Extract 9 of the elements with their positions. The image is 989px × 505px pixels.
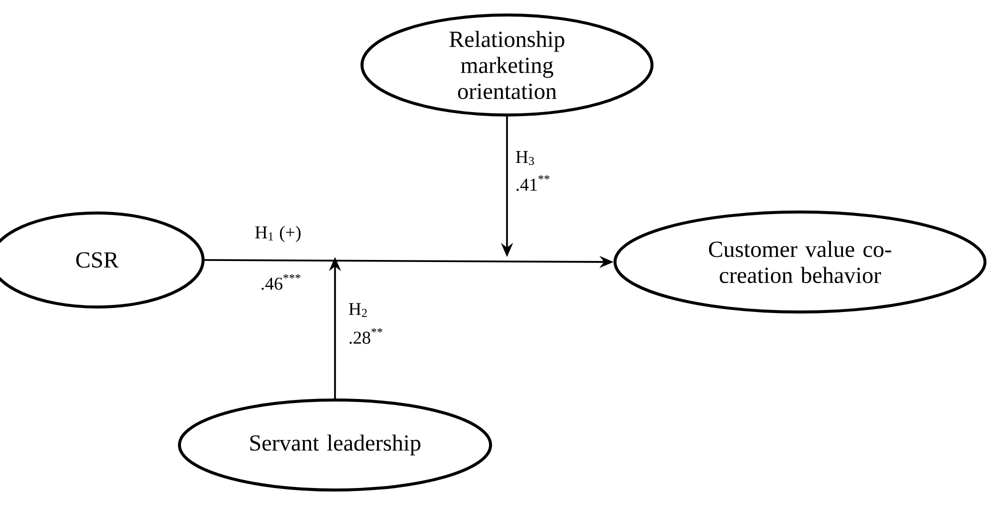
coefficient-label: .28$^{**}$ xyxy=(350,328,382,344)
ellipse-node: Customer value co-creation behavior xyxy=(614,210,986,314)
coefficient-label: H$_{3}$ xyxy=(516,151,534,165)
coefficient-label: .41$^{**}$ xyxy=(516,175,550,191)
edge-label: H$_{1}$ (+) xyxy=(255,226,301,242)
ellipse-node: Servant leadership xyxy=(178,398,492,492)
coefficient-label: H$_{2}$ xyxy=(348,303,367,317)
ellipse-node: Relationship marketing orientation xyxy=(360,14,654,116)
coefficient-label: .46$^{***}$ xyxy=(262,274,300,290)
